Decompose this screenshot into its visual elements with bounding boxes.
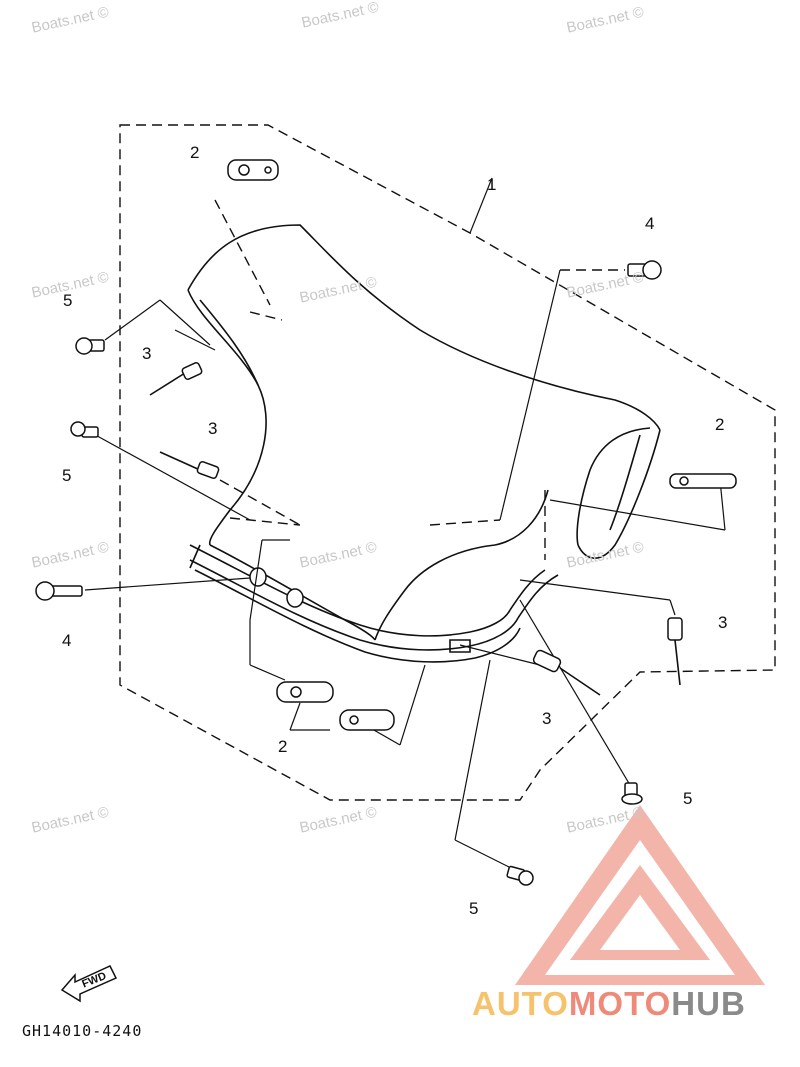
assembly-dashed-outline [119, 124, 776, 801]
rivet-3-bottom [532, 649, 601, 696]
callout-1: 1 [487, 175, 497, 194]
logo-text-moto: MOTO [568, 985, 672, 1022]
diagram-code: GH14010-4240 [22, 1022, 143, 1040]
callout-5-bottom: 5 [469, 899, 479, 918]
callout-5-lower-right: 5 [683, 789, 693, 808]
callout-3-upper-left: 3 [142, 344, 152, 363]
nut-plate-2-right [669, 473, 737, 489]
callout-2-bottom: 2 [278, 737, 288, 756]
bolt-4-left [35, 581, 83, 601]
bolt-4-top [627, 260, 662, 280]
callout-5-mid-left: 5 [62, 466, 72, 485]
rivet-3-upper-left [149, 361, 203, 396]
logo-text-auto: AUTO [472, 985, 569, 1022]
screw-5-lower-right [621, 782, 643, 805]
callout-2-right: 2 [715, 415, 725, 434]
callout-4-left: 4 [62, 631, 72, 650]
automotohub-logo-text: AUTOMOTOHUB [472, 985, 746, 1023]
nut-plate-2-bottom-a [276, 681, 334, 703]
automotohub-logo-mark [515, 805, 765, 985]
fwd-arrow-icon: FWD [60, 965, 118, 1003]
nut-plate-2-bottom-b [339, 709, 395, 731]
callout-3-bottom: 3 [542, 709, 552, 728]
screw-5-upper-left [75, 337, 105, 355]
nut-plate-2-top [227, 159, 279, 181]
rivet-3-right [667, 617, 683, 686]
callout-4-top: 4 [645, 214, 655, 233]
screw-5-mid-left [70, 421, 99, 438]
callout-3-mid-left: 3 [208, 419, 218, 438]
cowling-part-1 [187, 224, 661, 663]
screw-5-bottom [506, 865, 534, 886]
callout-2-top: 2 [190, 143, 200, 162]
logo-text-hub: HUB [671, 985, 746, 1022]
callout-3-right: 3 [718, 613, 728, 632]
callout-5-upper-left: 5 [63, 291, 73, 310]
leader-lines [84, 177, 726, 871]
rivet-3-mid-left [159, 451, 220, 479]
